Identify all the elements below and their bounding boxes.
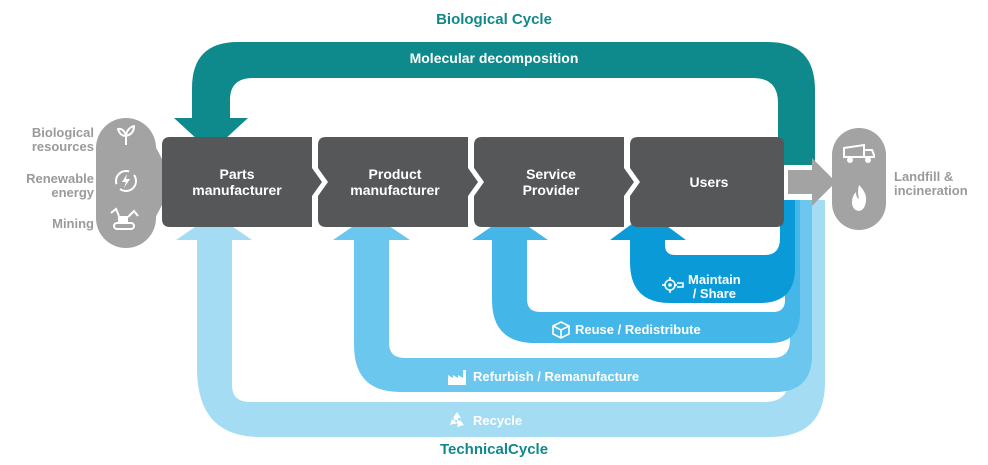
maintain-share-line2: / Share — [692, 286, 737, 301]
recycle-loop — [176, 200, 825, 437]
users-label: Users — [634, 137, 784, 227]
service-line2: Provider — [522, 182, 580, 198]
product-line2: manufacturer — [350, 182, 440, 198]
reuse-redistribute-label: Reuse / Redistribute — [575, 322, 701, 337]
output-arrow — [788, 158, 836, 206]
parts-manufacturer-box — [162, 137, 322, 227]
mining-label: Mining — [52, 216, 94, 231]
refurbish-loop — [333, 200, 812, 392]
truck-icon — [843, 143, 875, 163]
landfill-incineration-label: Landfill &incineration — [894, 169, 968, 198]
users-box — [630, 137, 784, 227]
product-line1: Product — [368, 166, 422, 182]
energy-icon — [115, 170, 137, 192]
product-manufacturer-label: Product manufacturer — [322, 137, 468, 227]
reuse-loop — [472, 200, 800, 343]
molecular-decomposition-label: Molecular decomposition — [409, 50, 579, 66]
parts-manufacturer-label: Parts manufacturer — [162, 137, 312, 227]
service-provider-box — [474, 137, 634, 227]
refurbish-remanufacture-label: Refurbish / Remanufacture — [473, 369, 640, 384]
service-line1: Service — [526, 166, 576, 182]
gear-share-icon — [662, 277, 684, 293]
recycle-icon — [450, 412, 464, 427]
excavator-icon — [110, 207, 139, 230]
technical-cycle-title: TechnicalCycle — [439, 441, 549, 458]
product-manufacturer-box — [318, 137, 478, 227]
biological-cycle-title: Biological Cycle — [436, 11, 552, 28]
users-text: Users — [689, 174, 729, 190]
service-provider-label: Service Provider — [478, 137, 624, 227]
recycle-label: Recycle — [473, 413, 523, 428]
molecular-decomposition-loop — [174, 42, 815, 165]
factory-icon — [448, 370, 466, 385]
box-icon — [552, 321, 570, 339]
leaf-icon — [117, 125, 135, 145]
fire-icon — [852, 185, 867, 211]
maintain-share-line1: Maintain — [688, 272, 741, 287]
parts-line2: manufacturer — [192, 182, 282, 198]
parts-line1: Parts — [219, 166, 255, 182]
maintain-share-label: Maintain / Share — [688, 273, 741, 301]
